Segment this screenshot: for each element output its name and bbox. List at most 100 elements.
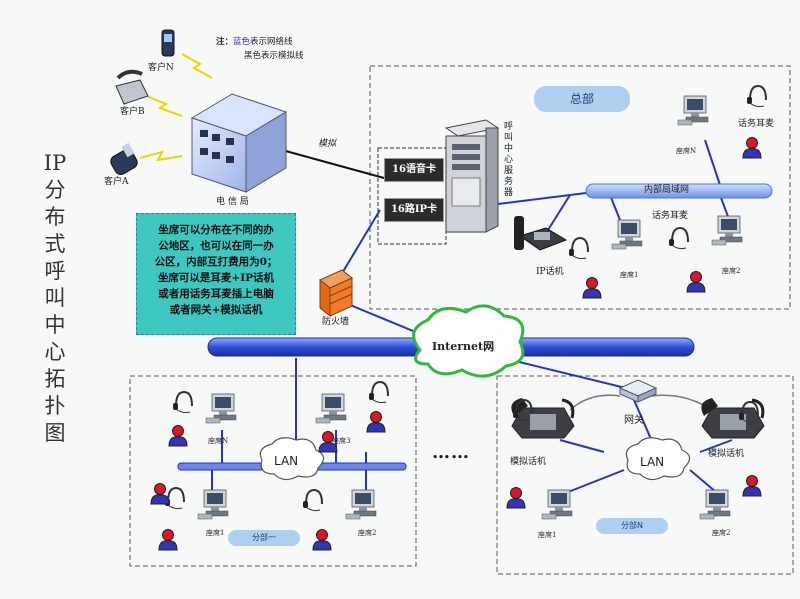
server-label-char: 服 [504,166,514,176]
gateway-device [618,379,658,403]
agent-person-icon [742,475,762,497]
wireless-link-a [139,150,183,162]
title-char: 心 [44,340,66,364]
pc-b1-seatn [205,393,237,424]
branch1-lan-label: LAN [274,454,299,468]
pc-hq-seat2 [711,215,743,246]
seat-label-hq-2: 座席2 [722,267,741,275]
title-char: 图 [44,421,66,445]
ip-phone-icon [514,216,568,251]
headset-label-mid: 话务耳麦 [652,211,689,221]
title-char: IP [43,151,67,175]
headset-icon [368,381,389,404]
note-box: 坐席可以分布在不同的办 公地区，也可以在同一办 公区，内部互打费用为0； 坐席可… [136,213,296,335]
branchn-lan-label: LAN [640,455,665,469]
branchn-region [496,375,794,575]
analog-phone-left [509,396,576,440]
branch1-lan-cloud [259,437,325,481]
agent-person-icon [366,411,386,433]
hq-lan-label: 内部局域网 [644,185,690,195]
ip-card: 16路IP卡 [384,198,444,222]
telecom-label: 电 信 局 [216,197,249,207]
wireless-link-b [143,94,183,117]
title-char: 中 [44,313,66,337]
hq-pill: 总部 [534,86,630,112]
desk-phone-icon [115,69,149,105]
headset-icon [172,391,193,414]
agent-person-icon [582,277,602,299]
firewall-label: 防火墙 [322,317,350,327]
server-label-char: 务 [504,177,514,187]
title-char: 叫 [44,286,66,310]
pc-b1-seat2 [345,489,377,520]
branchn-lan-cloud [625,437,691,481]
hq-region [369,65,791,310]
internet-label: Internet网 [432,340,495,353]
pc-hq-seat1 [611,219,643,250]
analog-phone-label-left: 模拟话机 [510,457,547,467]
agent-person-icon [168,425,188,447]
title-char: 布 [44,205,66,229]
server-label-char: 呼 [504,122,514,132]
branch1-pill: 分部一 [228,530,300,546]
seat-label-b1-2: 座席2 [358,529,377,537]
headset-icon [302,489,323,512]
server-label-vertical: 呼叫中心服务器 [504,122,514,199]
hq-lan-pipe [585,183,773,199]
analog-line [281,149,385,179]
agent-person-icon [686,271,706,293]
seat-label-b1-3: 座席3 [332,437,351,445]
customer-a-label: 客户A [104,177,129,187]
seat-label-bn-2: 座席2 [712,529,731,537]
customer-n-label: 客户N [148,63,174,73]
legend-line1: 注：蓝色表示网络线 [216,37,293,47]
pc-bn-seat2 [699,489,731,520]
agent-person-icon [150,483,170,505]
headset-label-top: 话务耳麦 [738,119,775,129]
seat-label-b1-n: 座席N [208,437,229,445]
title-char: 分 [44,178,66,202]
agent-person-icon [312,529,332,551]
cordless-phone-icon [110,142,138,175]
agent-person-icon [742,137,762,159]
analog-phone-label-right: 模拟话机 [708,449,745,459]
branch1-region [129,375,417,567]
ip-phone-label: IP话机 [536,267,564,277]
server-label-char: 心 [504,155,514,165]
pc-b1-seat1 [197,489,229,520]
firewall-icon [319,269,353,318]
telecom-building [190,93,288,193]
title-char: 式 [44,232,66,256]
title-char: 拓 [44,367,66,391]
agent-person-icon [506,487,526,509]
server-label-char: 器 [504,188,514,198]
seat-label-hq-1: 座席1 [620,271,639,279]
card-enclosure [377,147,447,245]
title-char: 扑 [44,394,66,418]
headset-icon [568,237,589,260]
server-label-char: 叫 [504,133,514,143]
seat-label-b1-1: 座席1 [206,529,225,537]
wireless-link-n [181,53,213,79]
pc-b1-seat3 [315,393,347,424]
seat-label-hq-n: 座席N [676,147,697,155]
legend-line2: 黑色表示模拟线 [244,51,304,61]
analog-label: 模拟 [318,139,337,149]
pc-hq-top [677,95,709,126]
agent-person-icon [158,529,178,551]
voice-card: 16语音卡 [384,158,444,182]
seat-label-bn-1: 座席1 [538,531,557,539]
mobile-phone-icon [161,29,175,57]
headset-icon [668,227,689,250]
ellipsis: …… [432,442,470,463]
customer-b-label: 客户B [120,107,145,117]
headset-icon [746,85,767,108]
branchn-pill: 分部N [596,518,668,534]
pc-bn-seat1 [541,489,573,520]
callcenter-server [444,119,500,233]
server-label-char: 中 [504,144,514,154]
gateway-label: 网关 [624,415,644,426]
